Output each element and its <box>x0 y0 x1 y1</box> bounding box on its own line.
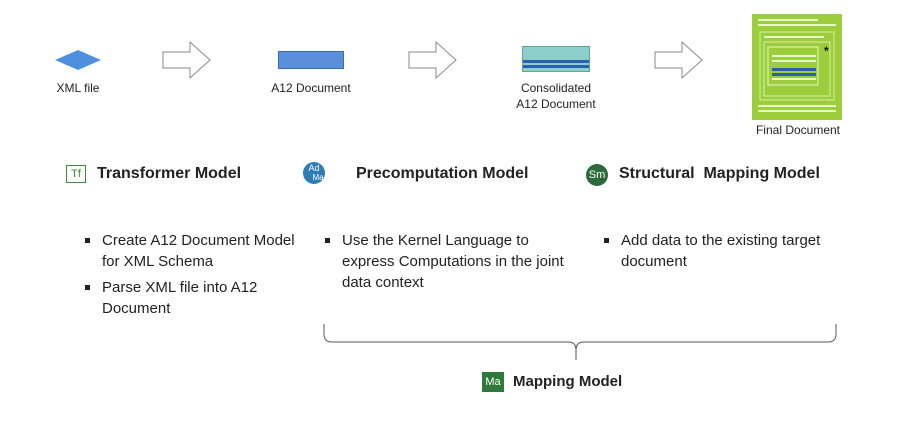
arrow-right-icon <box>408 41 457 79</box>
consolidated-label: Consolidated A12 Document <box>516 81 596 111</box>
list-item: Add data to the existing target document <box>601 230 821 272</box>
arrow-right-icon <box>654 41 703 79</box>
structural-mapping-model-bullets: Add data to the existing target document <box>601 230 821 277</box>
a12-document-label: A12 Document <box>271 81 351 95</box>
structural-mapping-model-title: Structural Mapping Model <box>619 165 820 182</box>
mapping-brace <box>323 324 837 360</box>
xml-file-label: XML file <box>56 81 100 95</box>
precomputation-model-title: Precomputation Model <box>356 165 529 182</box>
consolidated-document-icon <box>522 46 590 72</box>
final-document-icon <box>752 14 842 120</box>
list-item: Create A12 Document Model for XML Schema <box>82 230 296 272</box>
xml-file-icon <box>55 50 101 70</box>
mapping-model-icon: Ma <box>482 372 504 392</box>
final-document-marker: * <box>824 44 829 58</box>
a12-document-icon <box>278 51 344 69</box>
arrow-right-icon <box>162 41 211 79</box>
structural-mapping-model-icon: Sm <box>586 164 608 186</box>
precomputation-model-bullets: Use the Kernel Language to express Compu… <box>322 230 566 298</box>
transformer-model-title: Transformer Model <box>97 165 242 182</box>
transformer-model-icon: Tf <box>66 165 86 183</box>
list-item: Parse XML file into A12 Document <box>82 277 296 319</box>
mapping-model-title: Mapping Model <box>513 373 623 390</box>
transformer-model-bullets: Create A12 Document Model for XML Schema… <box>82 230 296 324</box>
precomputation-model-icon: Ad Ma <box>303 162 325 184</box>
list-item: Use the Kernel Language to express Compu… <box>322 230 566 293</box>
final-document-label: Final Document <box>755 123 841 137</box>
